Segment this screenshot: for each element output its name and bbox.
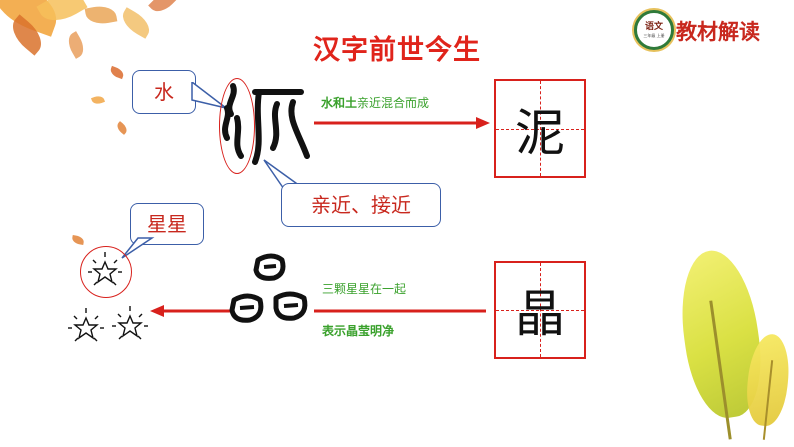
- water-radical-highlight: [219, 78, 255, 174]
- arrow-left-icon: [150, 305, 486, 317]
- callout-close-label: 亲近、接近: [311, 193, 411, 217]
- callout-water-pointer: [191, 82, 227, 109]
- star-highlight: [80, 246, 132, 298]
- book-emblem-icon: 语文 三年级 上册: [634, 10, 674, 50]
- page-title: 汉字前世今生: [313, 35, 481, 66]
- character-ni: 泥: [515, 103, 565, 162]
- callout-water-label: 水: [154, 80, 174, 104]
- callout-stars-pointer: [121, 237, 155, 259]
- arrow-label-row1: 水和土亲近混合而成: [321, 96, 430, 110]
- arrow-right-icon: [314, 117, 490, 129]
- character-jing: 晶: [515, 285, 565, 343]
- character-grid-ni: 泥: [494, 79, 586, 178]
- badge-label: 教材解读: [676, 19, 760, 44]
- character-grid-jing: 晶: [494, 261, 586, 359]
- callout-close: 亲近、接近: [281, 183, 441, 227]
- callout-water: 水: [132, 70, 196, 114]
- arrow-label-row2-top: 三颗星星在一起: [322, 282, 407, 296]
- ancient-jing-glyph: [228, 250, 314, 340]
- textbook-badge: 语文 三年级 上册 教材解读: [628, 8, 790, 50]
- ancient-stars-icon: [68, 252, 148, 342]
- arrow-label-row2-bottom: 表示晶莹明净: [322, 324, 395, 338]
- callout-stars-label: 星星: [147, 212, 187, 236]
